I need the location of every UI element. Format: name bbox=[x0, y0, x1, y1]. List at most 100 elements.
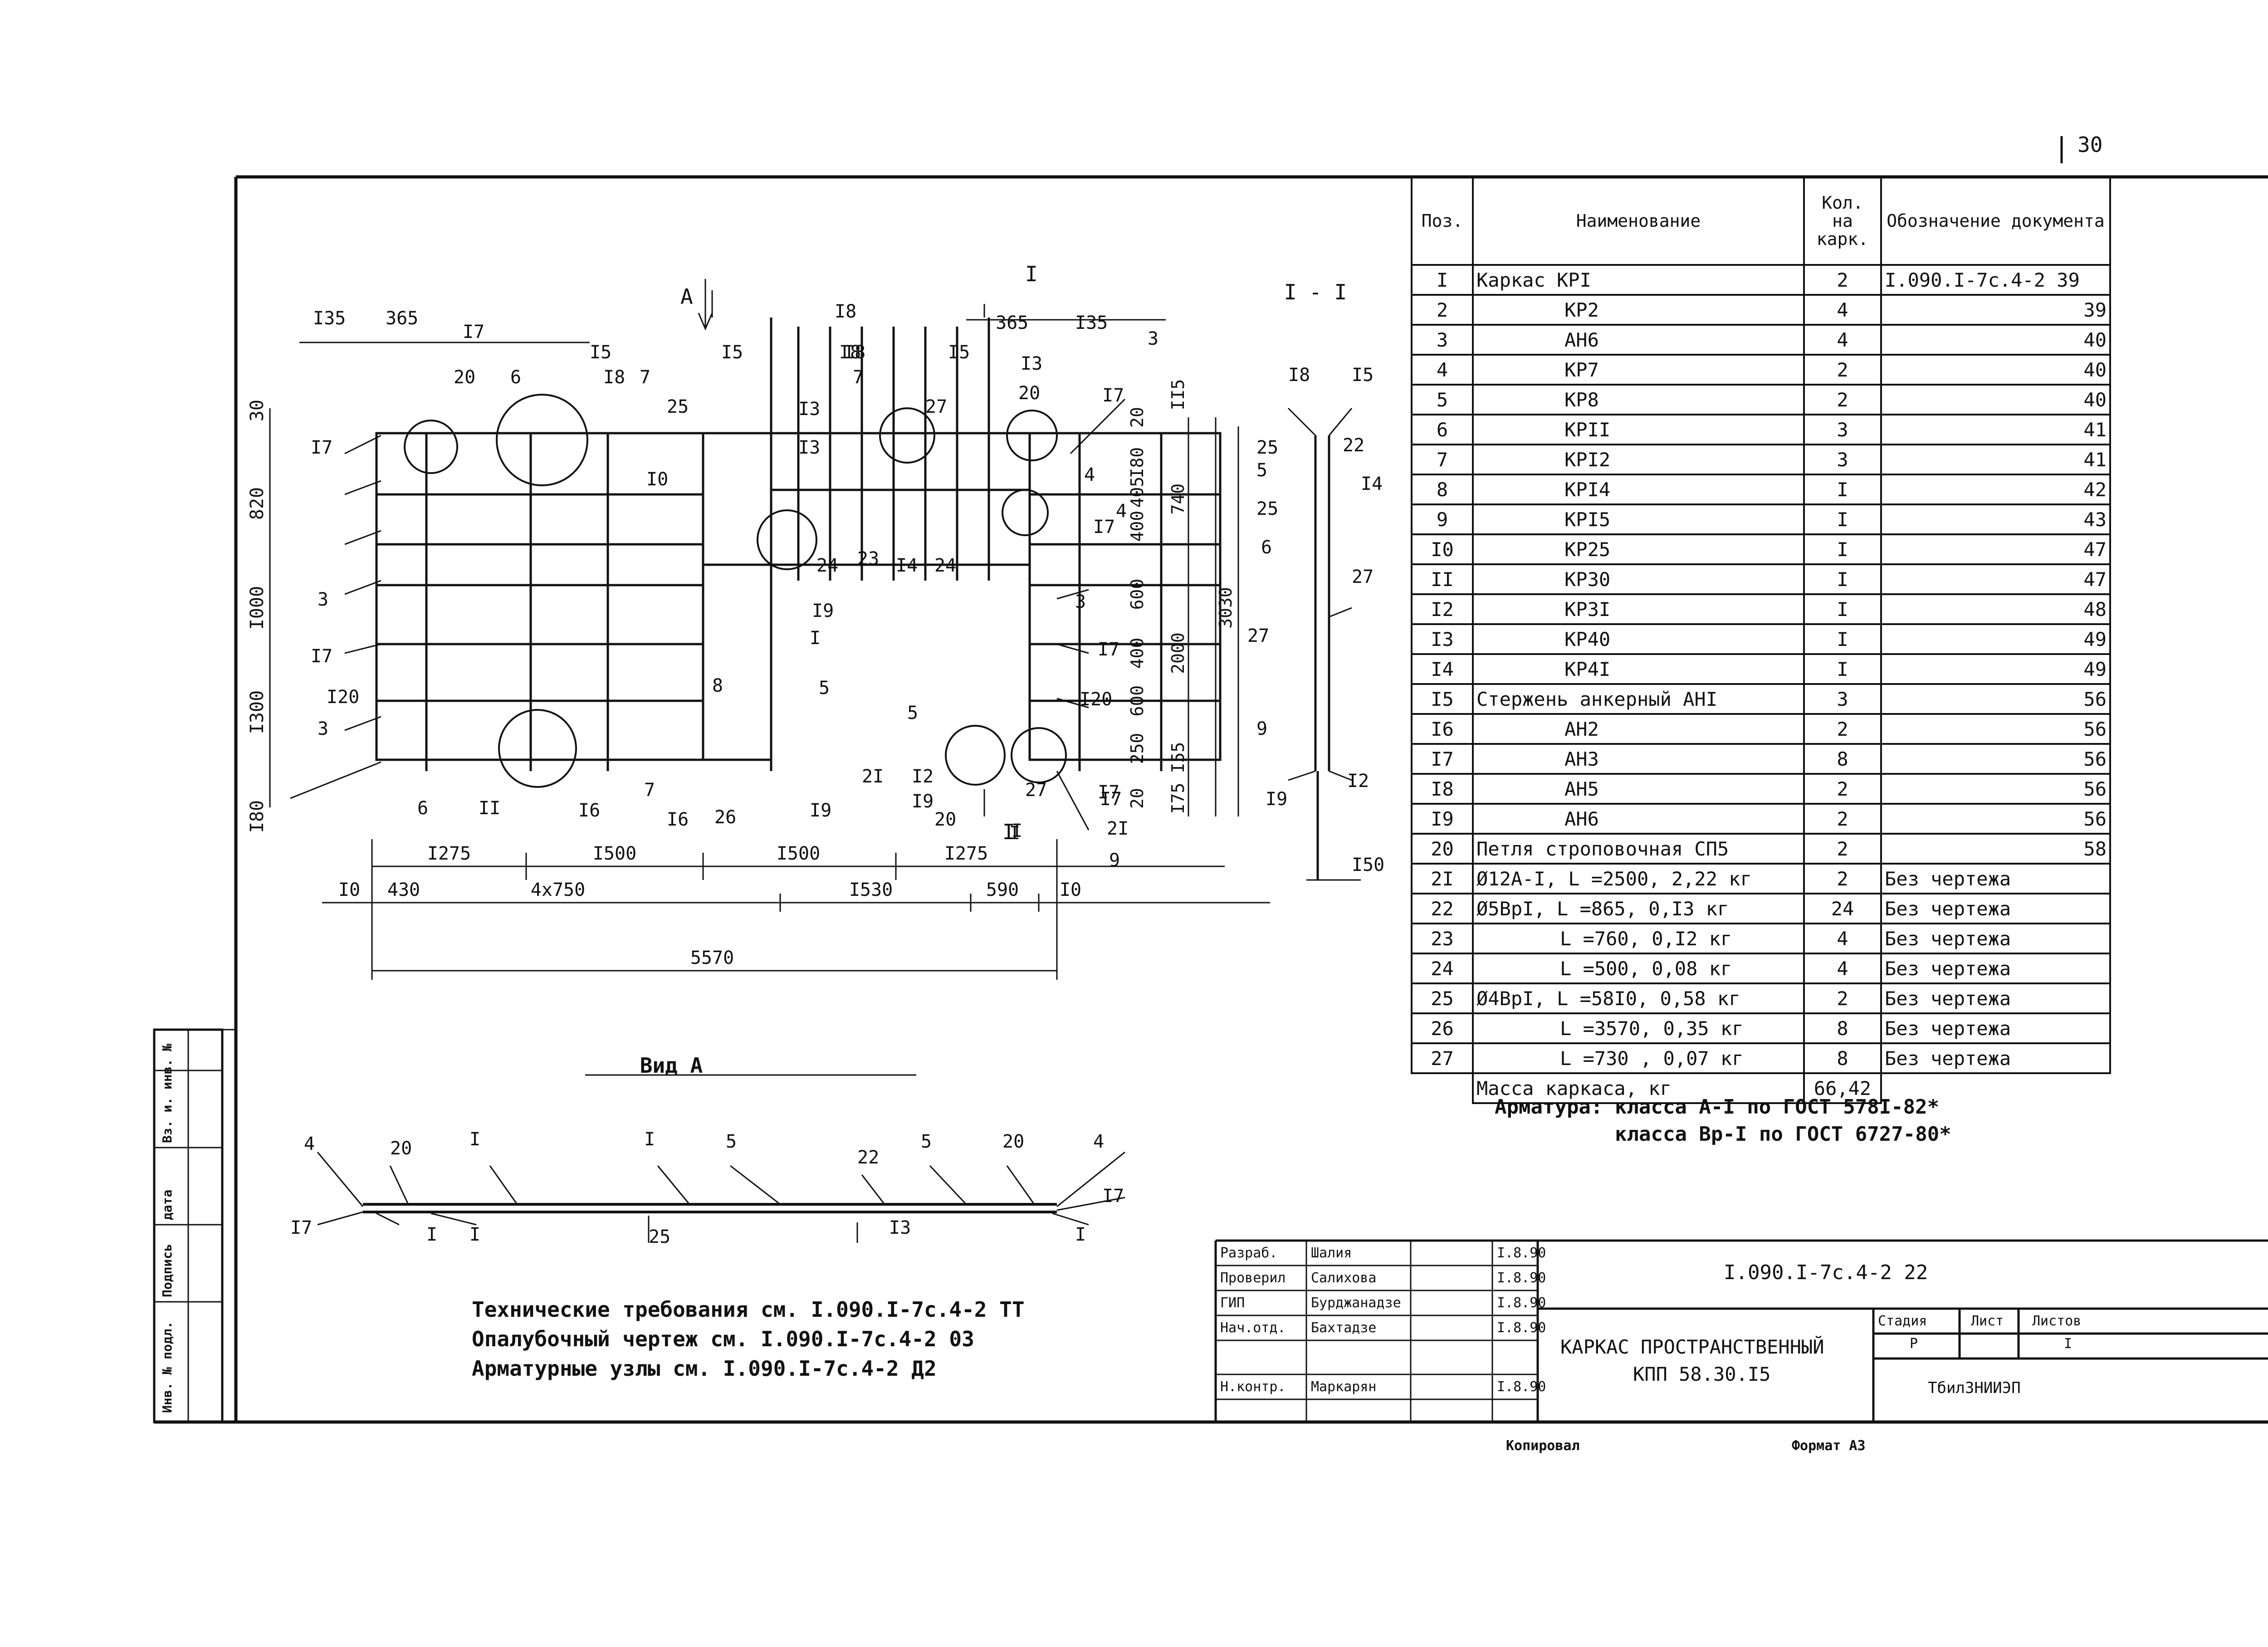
position-label: 22 bbox=[1343, 435, 1364, 456]
spec-cell-pos: I3 bbox=[1411, 623, 1474, 655]
spec-header-name: Наименование bbox=[1472, 176, 1805, 266]
spec-cell-qty: I bbox=[1803, 563, 1882, 595]
spec-cell-qty: I bbox=[1803, 593, 1882, 625]
position-label: 27 bbox=[1247, 626, 1269, 646]
position-label: I bbox=[810, 628, 821, 649]
dim-label: I8 bbox=[835, 301, 856, 322]
dim-label: 430 bbox=[387, 880, 420, 900]
footer-format: Формат А3 bbox=[1792, 1438, 1866, 1454]
spec-cell-pos: I bbox=[1411, 264, 1474, 296]
dim-label: I80 bbox=[247, 800, 268, 833]
stage-label: Стадия bbox=[1878, 1313, 1927, 1329]
dim-label: I35 bbox=[313, 308, 346, 329]
position-label: I2 bbox=[912, 766, 934, 787]
position-label: 24 bbox=[816, 555, 838, 576]
position-label: 20 bbox=[934, 809, 956, 830]
spec-cell-pos: I9 bbox=[1411, 803, 1474, 835]
spec-cell-doc: 47 bbox=[1880, 533, 2111, 565]
spec-cell-doc: 43 bbox=[1880, 503, 2111, 535]
position-label: 4 bbox=[1093, 1131, 1104, 1152]
title-line-1: КАРКАС ПРОСТРАНСТВЕННЫЙ bbox=[1560, 1336, 1824, 1358]
spec-cell-pos: I6 bbox=[1411, 713, 1474, 745]
spec-cell-qty: I bbox=[1803, 533, 1882, 565]
dim-label: 400 bbox=[1127, 511, 1147, 542]
spec-cell-doc: 40 bbox=[1880, 384, 2111, 415]
dim-label: 30 bbox=[247, 400, 268, 421]
mass-label: Масса каркаса, кг bbox=[1472, 1072, 1805, 1104]
position-label: 23 bbox=[857, 548, 879, 569]
mass-value: 66,42 bbox=[1803, 1072, 1882, 1104]
dim-label: I80 bbox=[1127, 447, 1147, 479]
spec-cell-qty: 8 bbox=[1803, 743, 1882, 775]
stage-value: Р bbox=[1910, 1336, 1918, 1352]
position-label: I bbox=[1012, 821, 1022, 841]
spec-cell-name: Ø12А-I, L =2500, 2,22 кг bbox=[1472, 863, 1805, 894]
spec-cell-doc: 56 bbox=[1880, 773, 2111, 805]
tech-note-1: Технические требования см. I.090.I-7с.4-… bbox=[472, 1297, 1025, 1322]
spec-cell-doc: Без чертежа bbox=[1880, 1042, 2111, 1074]
position-label: I bbox=[426, 1224, 437, 1245]
spec-cell-qty: 8 bbox=[1803, 1012, 1882, 1044]
spec-cell-qty: 2 bbox=[1803, 773, 1882, 805]
position-label: 25 bbox=[649, 1227, 670, 1247]
spec-cell-name: АН6 bbox=[1472, 803, 1805, 835]
position-label: I7 bbox=[1102, 385, 1124, 406]
spec-cell-pos: 5 bbox=[1411, 384, 1474, 415]
position-label: 24 bbox=[934, 555, 956, 576]
spec-cell-qty: 4 bbox=[1803, 923, 1882, 954]
spec-cell-name: L =500, 0,08 кг bbox=[1472, 953, 1805, 984]
dim-label: 740 bbox=[1168, 484, 1188, 515]
position-label: 9 bbox=[1109, 850, 1120, 871]
dim-label: 5570 bbox=[690, 948, 734, 968]
dim-label: 590 bbox=[986, 880, 1019, 900]
position-label: I8 bbox=[839, 342, 861, 363]
position-label: 3 bbox=[1075, 591, 1086, 612]
spec-cell-name: АН3 bbox=[1472, 743, 1805, 775]
spec-cell-doc: 56 bbox=[1880, 713, 2111, 745]
spec-cell-doc: 47 bbox=[1880, 563, 2111, 595]
position-label: 20 bbox=[454, 367, 475, 388]
position-label: 8 bbox=[712, 675, 723, 696]
spec-cell-doc: 40 bbox=[1880, 354, 2111, 386]
section-mark-label: I bbox=[1025, 262, 1038, 286]
spec-cell-name: L =730 , 0,07 кг bbox=[1472, 1042, 1805, 1074]
spec-cell-name: КР4I bbox=[1472, 653, 1805, 685]
dim-label: 820 bbox=[247, 487, 268, 520]
spec-cell-name: Каркас КРI bbox=[1472, 264, 1805, 296]
organization: ТбилЗНИИЭП bbox=[1928, 1379, 2021, 1397]
spec-cell-name: КР2 bbox=[1472, 294, 1805, 326]
position-label: I bbox=[469, 1129, 480, 1150]
position-label: 5 bbox=[726, 1131, 737, 1152]
spec-cell-qty: I bbox=[1803, 474, 1882, 505]
armature-note-2: класса Вр-I по ГОСТ 6727-80* bbox=[1615, 1123, 1951, 1146]
position-label: I7 bbox=[290, 1217, 312, 1238]
position-label: I9 bbox=[1266, 789, 1287, 810]
spec-cell-pos: 7 bbox=[1411, 444, 1474, 475]
view-arrow-label: А bbox=[680, 284, 693, 309]
spec-cell-name: АН6 bbox=[1472, 324, 1805, 356]
spec-cell-qty: 2 bbox=[1803, 384, 1882, 415]
dim-label: 20 bbox=[1127, 407, 1147, 428]
position-label: I50 bbox=[1352, 855, 1384, 875]
position-label: I6 bbox=[578, 800, 600, 821]
tech-note-3: Арматурные узлы см. I.090.I-7с.4-2 Д2 bbox=[472, 1356, 937, 1381]
spec-cell-name: КР7 bbox=[1472, 354, 1805, 386]
spec-cell-pos: 6 bbox=[1411, 414, 1474, 445]
tb-role: Проверил bbox=[1220, 1270, 1286, 1286]
position-label: I5 bbox=[1352, 365, 1374, 386]
position-label: 7 bbox=[640, 367, 650, 388]
spec-cell-doc: 49 bbox=[1880, 623, 2111, 655]
spec-cell-name: КР8 bbox=[1472, 384, 1805, 415]
spec-cell-doc: 41 bbox=[1880, 444, 2111, 475]
spec-cell-doc: Без чертежа bbox=[1880, 923, 2111, 954]
dim-label: 405 bbox=[1127, 477, 1147, 508]
